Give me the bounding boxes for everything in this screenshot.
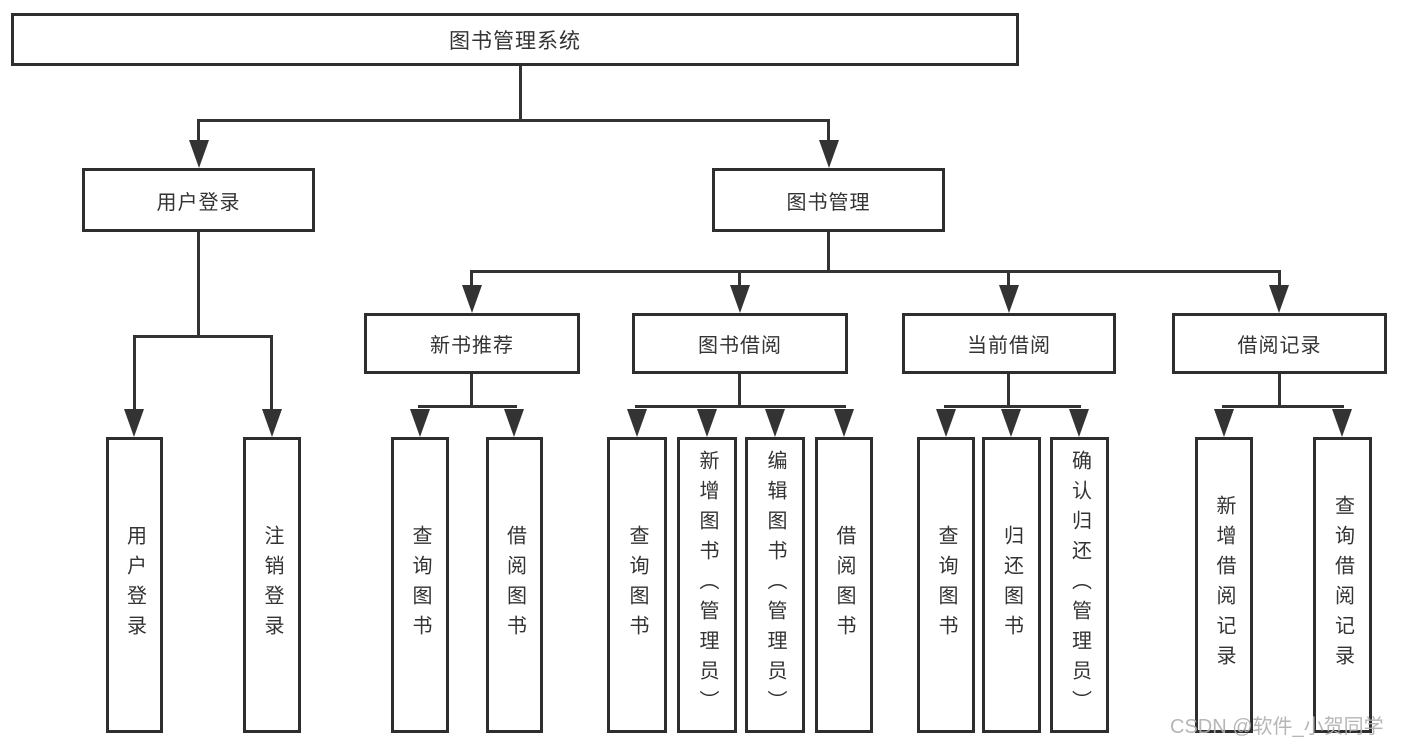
node-root-label: 图书管理系统 bbox=[449, 29, 581, 53]
node-book-management: 图书管理 bbox=[712, 168, 945, 232]
node-book-borrow: 图书借阅 bbox=[632, 313, 848, 374]
leaf-query-borrow-record-label: 查询借阅记录 bbox=[1331, 495, 1354, 675]
connector-branch-book-management bbox=[470, 270, 1280, 273]
watermark: CSDN @软件_小贺同学 bbox=[1170, 716, 1384, 738]
connector-borrow-records-trunk bbox=[1278, 374, 1281, 408]
connector-drop-book-borrow bbox=[738, 270, 741, 289]
node-book-management-label: 图书管理 bbox=[786, 191, 871, 214]
leaf-confirm-return-admin: 确认归还（管理员） bbox=[1050, 437, 1109, 733]
connector-drop-user-login bbox=[197, 119, 200, 144]
node-current-borrow: 当前借阅 bbox=[902, 313, 1116, 374]
connector-drop-leaf bbox=[270, 335, 273, 413]
connector-drop-current-borrow bbox=[1007, 270, 1010, 289]
leaf-query-books-recommend: 查询图书 bbox=[391, 437, 449, 733]
arrow-down-icon bbox=[262, 409, 282, 437]
leaf-borrow-books-recommend-label: 借阅图书 bbox=[503, 525, 526, 645]
connector-branch-level1 bbox=[197, 119, 830, 122]
connector-branch-new-book bbox=[418, 405, 517, 408]
arrow-down-icon bbox=[189, 140, 209, 168]
leaf-query-books-recommend-label: 查询图书 bbox=[409, 525, 431, 645]
connector-new-book-trunk bbox=[470, 374, 473, 408]
arrow-down-icon bbox=[730, 285, 750, 313]
arrow-down-icon bbox=[936, 409, 956, 437]
arrow-down-icon bbox=[1269, 285, 1289, 313]
leaf-confirm-return-admin-label: 确认归还（管理员） bbox=[1068, 450, 1091, 720]
leaf-return-books: 归还图书 bbox=[982, 437, 1041, 733]
node-borrow-records: 借阅记录 bbox=[1172, 313, 1387, 374]
leaf-edit-book-admin: 编辑图书（管理员） bbox=[745, 437, 805, 733]
arrow-down-icon bbox=[627, 409, 647, 437]
arrow-down-icon bbox=[504, 409, 524, 437]
connector-branch-book-borrow bbox=[635, 405, 846, 408]
leaf-query-books-current-label: 查询图书 bbox=[935, 525, 957, 645]
leaf-borrow-books: 借阅图书 bbox=[815, 437, 873, 733]
connector-drop-book-management bbox=[827, 119, 830, 144]
arrow-down-icon bbox=[124, 409, 144, 437]
connector-drop-leaf bbox=[133, 335, 136, 413]
leaf-add-book-admin-label: 新增图书（管理员） bbox=[696, 450, 718, 720]
leaf-add-book-admin: 新增图书（管理员） bbox=[677, 437, 737, 733]
leaf-add-borrow-record-label: 新增借阅记录 bbox=[1213, 495, 1235, 675]
arrow-down-icon bbox=[765, 409, 785, 437]
leaf-query-books-borrow: 查询图书 bbox=[607, 437, 667, 733]
connector-branch-current-borrow bbox=[944, 405, 1081, 408]
arrow-down-icon bbox=[410, 409, 430, 437]
arrow-down-icon bbox=[819, 140, 839, 168]
node-current-borrow-label: 当前借阅 bbox=[967, 335, 1051, 357]
node-book-borrow-label: 图书借阅 bbox=[698, 335, 782, 357]
leaf-query-books-borrow-label: 查询图书 bbox=[626, 525, 648, 645]
node-new-book-recommend: 新书推荐 bbox=[364, 313, 580, 374]
connector-branch-user-login bbox=[133, 335, 273, 338]
leaf-logout: 注销登录 bbox=[243, 437, 301, 733]
connector-drop-borrow-records bbox=[1278, 270, 1281, 289]
leaf-add-borrow-record: 新增借阅记录 bbox=[1195, 437, 1253, 733]
leaf-user-login: 用户登录 bbox=[106, 437, 163, 733]
node-new-book-recommend-label: 新书推荐 bbox=[430, 335, 514, 357]
leaf-return-books-label: 归还图书 bbox=[1000, 525, 1023, 645]
arrow-down-icon bbox=[999, 285, 1019, 313]
leaf-borrow-books-label: 借阅图书 bbox=[833, 525, 855, 645]
connector-root-trunk bbox=[519, 66, 522, 122]
connector-drop-new-book bbox=[470, 270, 473, 289]
arrow-down-icon bbox=[462, 285, 482, 313]
leaf-user-login-label: 用户登录 bbox=[123, 525, 146, 645]
connector-current-borrow-trunk bbox=[1007, 374, 1010, 408]
leaf-query-borrow-record: 查询借阅记录 bbox=[1313, 437, 1372, 733]
arrow-down-icon bbox=[1069, 409, 1089, 437]
connector-branch-borrow-records bbox=[1222, 405, 1344, 408]
connector-user-login-trunk bbox=[197, 232, 200, 337]
node-user-login: 用户登录 bbox=[82, 168, 315, 232]
leaf-logout-label: 注销登录 bbox=[261, 525, 283, 645]
node-root: 图书管理系统 bbox=[11, 13, 1019, 66]
leaf-borrow-books-recommend: 借阅图书 bbox=[486, 437, 543, 733]
node-user-login-label: 用户登录 bbox=[156, 191, 241, 214]
leaf-edit-book-admin-label: 编辑图书（管理员） bbox=[764, 450, 786, 720]
arrow-down-icon bbox=[834, 409, 854, 437]
arrow-down-icon bbox=[1001, 409, 1021, 437]
arrow-down-icon bbox=[1332, 409, 1352, 437]
arrow-down-icon bbox=[1214, 409, 1234, 437]
node-borrow-records-label: 借阅记录 bbox=[1237, 335, 1322, 357]
connector-book-management-trunk bbox=[827, 232, 830, 273]
connector-book-borrow-trunk bbox=[738, 374, 741, 408]
leaf-query-books-current: 查询图书 bbox=[917, 437, 975, 733]
arrow-down-icon bbox=[697, 409, 717, 437]
